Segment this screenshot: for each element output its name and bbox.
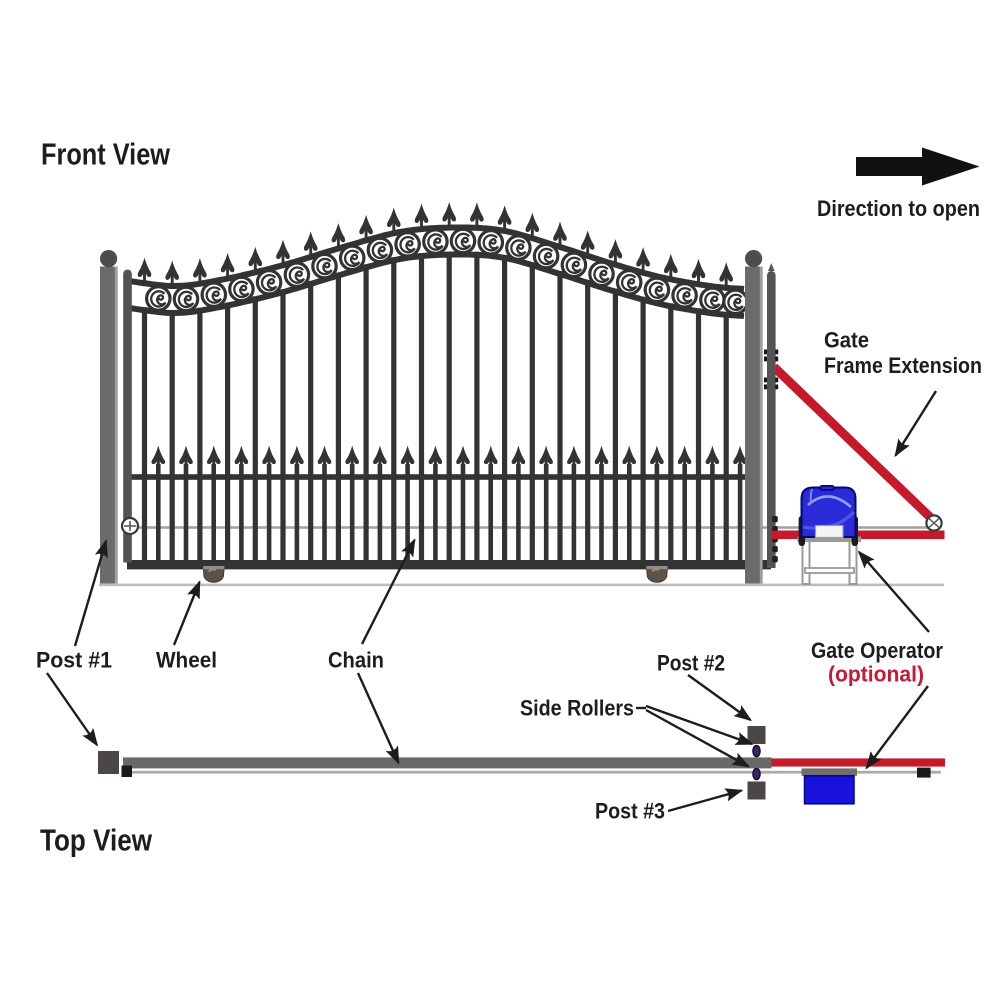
svg-text:Post #2: Post #2 [657, 651, 725, 676]
svg-text:Frame Extension: Frame Extension [824, 353, 982, 378]
svg-text:Gate: Gate [824, 328, 869, 353]
svg-text:Gate Operator: Gate Operator [811, 638, 943, 663]
svg-text:Direction to open: Direction to open [817, 196, 980, 221]
svg-text:Wheel: Wheel [156, 648, 217, 673]
svg-text:(optional): (optional) [828, 662, 924, 687]
svg-text:Post #1: Post #1 [36, 648, 112, 673]
svg-text:Top View: Top View [40, 823, 153, 858]
svg-text:Post #3: Post #3 [595, 799, 665, 824]
svg-text:Chain: Chain [328, 648, 384, 673]
svg-text:Side Rollers: Side Rollers [520, 696, 634, 721]
svg-text:Front View: Front View [41, 137, 171, 172]
